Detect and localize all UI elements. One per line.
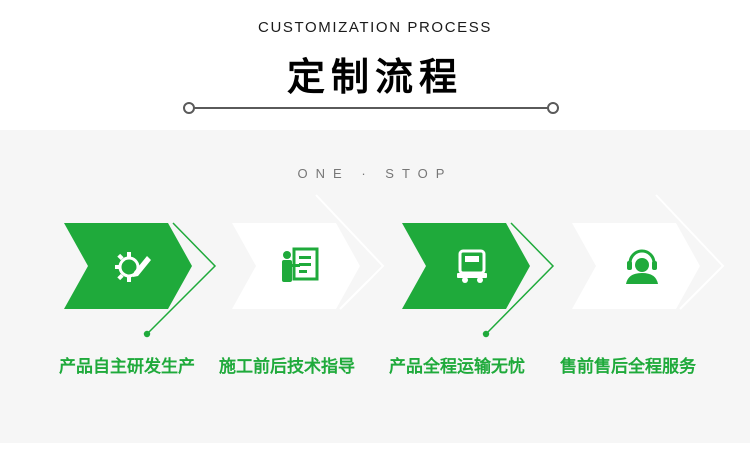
divider-right-dot: [547, 102, 559, 114]
section-title: 定制流程: [286, 55, 463, 99]
divider-left-dot: [183, 102, 195, 114]
step-2-label: 施工前后技术指导: [219, 357, 355, 377]
customer-service-icon: [622, 246, 662, 286]
step-4-label: 售前售后全程服务: [560, 357, 696, 377]
step-1-label: 产品自主研发生产: [59, 357, 195, 377]
one-stop-tagline: ONE · STOP: [297, 166, 453, 181]
title-divider: [191, 107, 551, 109]
step-3-label: 产品全程运输无忧: [389, 357, 525, 377]
step-1-chevron: [64, 222, 217, 338]
truck-icon: [453, 246, 493, 286]
header: CUSTOMIZATION PROCESS 定制流程: [0, 0, 750, 130]
section-subtitle: CUSTOMIZATION PROCESS: [258, 19, 492, 36]
presenter-board-icon: [280, 246, 320, 286]
step-3-chevron: [402, 222, 555, 338]
gear-pencil-icon: [112, 246, 152, 286]
